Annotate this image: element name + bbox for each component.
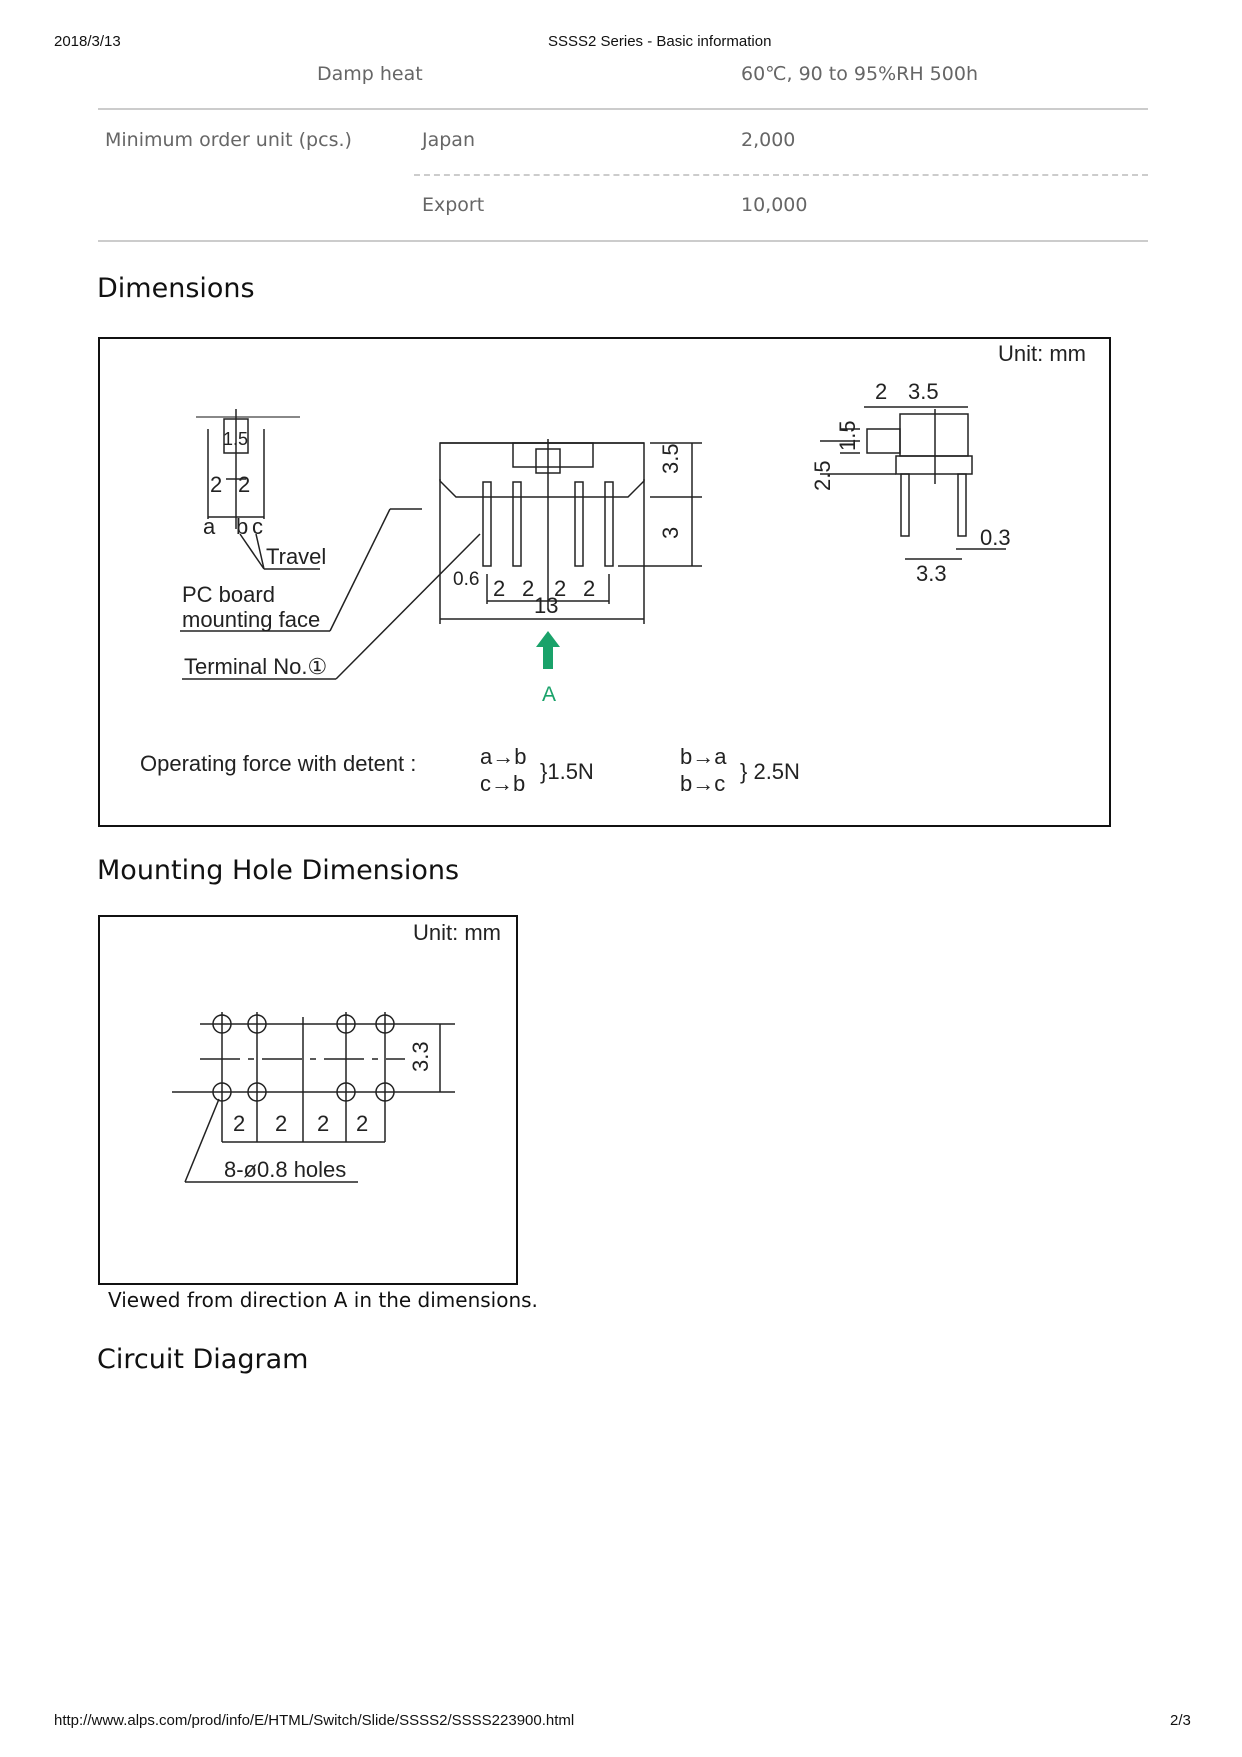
section-title-dimensions: Dimensions [97,273,255,304]
force-c-to-b: c→b [480,771,525,796]
mounting-drawing: Unit: mm 3.3 2 2 2 2 8-ø0.8 holes [172,920,501,1183]
spec-value-export: 10,000 [741,194,808,216]
force-b-to-c: b→c [680,771,725,796]
print-title: SSSS2 Series - Basic information [548,33,772,50]
spec-sub-export: Export [422,194,485,216]
dim-height-bottom: 3 [658,527,683,539]
dim-pitch-2: 2 [522,576,534,601]
dimensions-drawing: Unit: mm 1.5 2 2 a b c Travel PC board m… [140,341,1086,796]
dim-side-body: 3.5 [908,379,939,404]
dim-overall-width: 13 [534,593,558,618]
direction-arrow-icon [536,631,560,669]
section-title-circuit: Circuit Diagram [97,1344,309,1375]
spec-sub-damp-heat: Damp heat [317,63,423,85]
force-group1-value: }1.5N [540,759,594,784]
mounting-figure: Unit: mm 3.3 2 2 2 2 8-ø0.8 holes [98,915,518,1285]
unit-label: Unit: mm [998,341,1086,366]
table-divider [98,108,1148,110]
dimensions-figure: Unit: mm 1.5 2 2 a b c Travel PC board m… [98,337,1111,827]
dim-pitch-3: 2 [554,576,566,601]
spec-value-damp-heat: 60℃, 90 to 95%RH 500h [741,63,978,85]
spec-sub-japan: Japan [422,129,475,151]
force-a-to-b: a→b [480,744,526,769]
travel-label: Travel [266,544,326,569]
table-dashed-divider [414,174,1148,176]
mounting-pitch-2: 2 [275,1111,287,1136]
pos-b-label: b [236,514,248,539]
mounting-pitch-3: 2 [317,1111,329,1136]
terminal-label: Terminal No.① [184,654,327,679]
print-url: http://www.alps.com/prod/info/E/HTML/Swi… [54,1712,575,1729]
dim-side-knob: 2 [875,379,887,404]
pc-board-label-line1: PC board [182,582,275,607]
page-number: 2/3 [1170,1712,1191,1729]
dim-side-offset: 2.5 [810,460,835,491]
force-b-to-a: b→a [680,744,727,769]
dim-side-knob-height: 1.5 [835,420,860,451]
mounting-pitch-4: 2 [356,1111,368,1136]
operating-force-label: Operating force with detent : [140,751,416,776]
spec-item-min-order: Minimum order unit (pcs.) [105,129,352,151]
dim-side-pin-span: 3.3 [916,561,947,586]
force-group2-value: } 2.5N [740,759,800,784]
dim-pitch-1: 2 [493,576,505,601]
pc-board-label-line2: mounting face [182,607,320,632]
direction-label: A [542,683,556,706]
dim-pitch-4: 2 [583,576,595,601]
spec-value-japan: 2,000 [741,129,796,151]
dim-travel-right: 2 [238,472,250,497]
mounting-holes-label: 8-ø0.8 holes [224,1157,346,1182]
dim-height-top: 3.5 [658,443,683,474]
mounting-pitch-1: 2 [233,1111,245,1136]
mounting-row-spacing: 3.3 [408,1041,433,1072]
dim-side-pin: 0.3 [980,525,1011,550]
mounting-unit-label: Unit: mm [413,920,501,945]
dim-pin-width: 0.6 [453,569,479,590]
dim-knob-width: 1.5 [223,429,248,449]
pos-c-label: c [252,514,263,539]
table-divider [98,240,1148,242]
pos-a-label: a [203,514,216,539]
print-date: 2018/3/13 [54,33,121,50]
dim-travel-left: 2 [210,472,222,497]
mounting-caption: Viewed from direction A in the dimension… [108,1288,538,1312]
section-title-mounting: Mounting Hole Dimensions [97,855,460,886]
